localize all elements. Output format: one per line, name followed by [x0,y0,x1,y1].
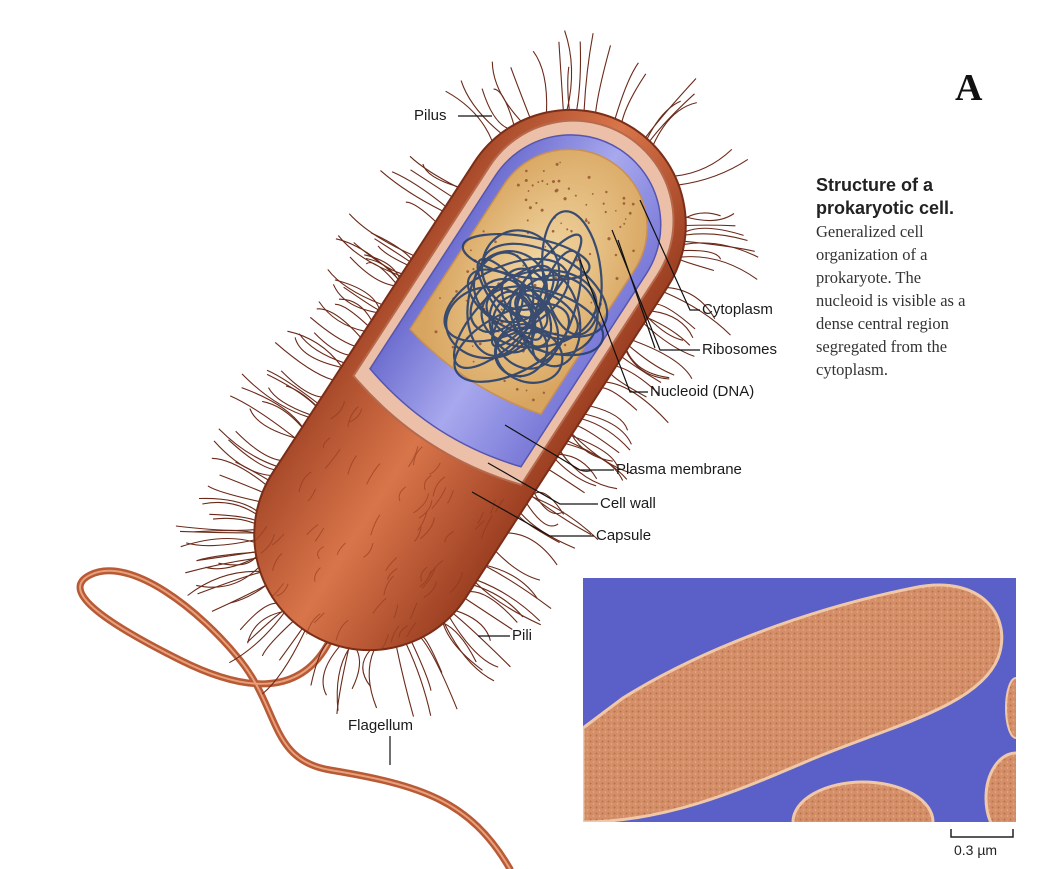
pilus-hair [686,225,736,226]
pilus-hair [423,164,458,187]
pilus-hair [680,260,714,271]
pilus-hair [411,170,452,197]
pilus-hair [176,526,255,530]
pilus-hair [584,33,593,110]
pilus-hair [450,617,499,667]
pilus-hair [350,257,394,286]
pilus-hair [653,103,697,145]
label-cell-wall: Cell wall [600,495,656,513]
pilus-hair [585,414,631,444]
pilus-hair [590,406,627,430]
pilus-hair [375,239,410,262]
scale-bar [948,827,1018,841]
pilus-hair [219,429,277,467]
pilus-hair [333,284,376,312]
caption-body-line: cytoplasm. [816,358,1016,381]
pilus-hair [202,502,256,514]
pilus-hair [532,496,591,534]
pilus-hair [295,337,341,367]
pilus-hair [482,89,508,129]
pilus-hair [212,585,266,611]
pilus-hair [650,94,695,141]
pilus-hair [412,642,431,691]
pilus-hair [461,81,501,134]
pilus-hair [465,599,512,630]
pilus-hair [236,431,281,460]
pilus-hair [556,460,597,486]
pilus-hair [337,648,349,714]
pilus-hair [262,621,293,656]
pilus-hair [310,317,355,346]
label-capsule: Capsule [596,527,651,545]
pilus-hair [559,42,563,110]
pilus-hair [533,51,546,112]
label-cytoplasm: Cytoplasm [702,301,773,319]
pilus-hair [492,62,521,122]
micrograph-image [583,578,1016,822]
pilus-hair [652,311,693,338]
pilus-hair [213,518,255,523]
pilus-hair [647,101,681,139]
figure-caption: Structure of a prokaryotic cell. General… [816,174,1016,381]
scale-bar-label: 0.3 µm [954,842,997,858]
caption-body-line: organization of a [816,243,1016,266]
label-ribosomes: Ribosomes [702,341,777,359]
pilus-hair [378,246,407,265]
panel-letter: A [955,66,982,110]
pilus-hair [477,580,540,621]
pilus-hair [582,419,630,450]
pilus-hair [685,234,747,241]
pilus-hair [686,213,721,218]
caption-body-line: nucleoid is visible as a [816,289,1016,312]
caption-body-line: dense central region [816,312,1016,335]
pilus-hair [397,647,414,717]
pilus-hair [369,650,376,708]
caption-title-line: prokaryotic cell. [816,197,1016,220]
pilus-hair [511,67,530,117]
pilus-hair [577,42,581,111]
pilus-hair [633,340,692,378]
pilus-hair [596,45,611,112]
label-flagellum: Flagellum [348,717,413,735]
pilus-hair [240,603,276,630]
label-nucleoid: Nucleoid (DNA) [650,383,754,401]
pilus-hair [185,558,256,573]
pilus-hair [247,611,283,642]
pilus-hair [214,441,271,476]
pilus-hair [622,74,646,122]
caption-title: Structure of a prokaryotic cell. [816,174,1016,220]
label-pilus: Pilus [414,107,447,125]
electron-micrograph [583,578,1016,822]
pilus-hair [470,592,518,623]
caption-body-line: prokaryote. The [816,266,1016,289]
pilus-hair [453,614,510,667]
pilus-hair [267,370,318,403]
pilus-hair [521,513,575,548]
pilus-hair [681,257,757,280]
caption-body-line: Generalized cell [816,220,1016,243]
label-plasma-membrane: Plasma membrane [616,461,742,479]
pilus-hair [443,623,482,670]
caption-title-line: Structure of a [816,174,1016,197]
label-pili: Pili [512,627,532,645]
pilus-hair [410,156,458,187]
caption-body: Generalized cell organization of a proka… [816,220,1016,381]
pilus-hair [476,583,541,625]
pilus-hair [335,304,368,326]
pilus-hair [683,250,721,259]
pilus-hair [230,396,295,438]
pilus-hair [352,649,359,689]
caption-body-line: segregated from the [816,335,1016,358]
pilus-hair [209,514,255,520]
pilus-hair [549,470,585,493]
pilus-hair [250,409,295,438]
pilus-hair [337,648,349,710]
